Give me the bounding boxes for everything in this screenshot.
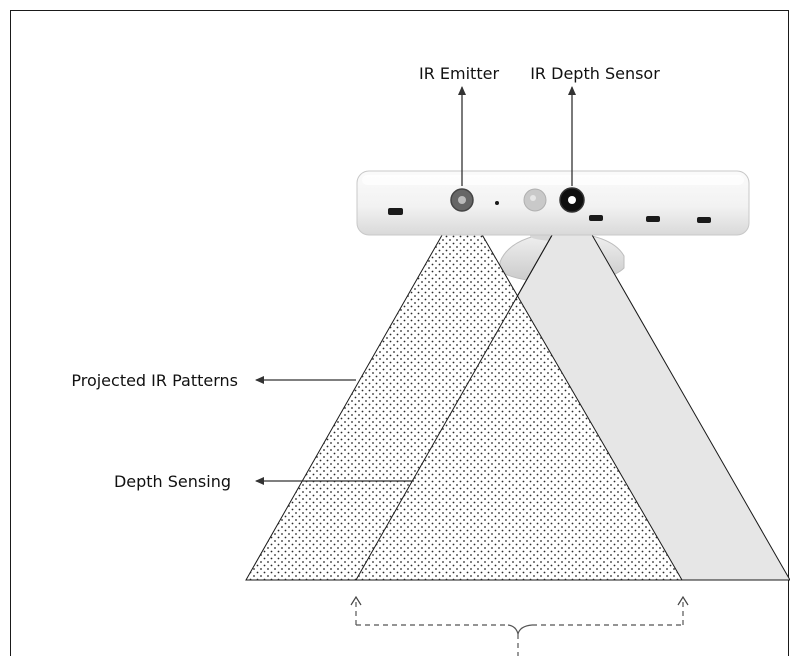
label-ir-depth-sensor: IR Depth Sensor [530, 64, 660, 83]
label-ir-emitter: IR Emitter [419, 64, 499, 83]
kinect-device [356, 170, 750, 236]
label-depth-sensing: Depth Sensing [114, 472, 231, 491]
range-bracket [350, 595, 689, 656]
figure-frame [10, 10, 789, 656]
label-projected-ir-patterns: Projected IR Patterns [71, 371, 238, 390]
